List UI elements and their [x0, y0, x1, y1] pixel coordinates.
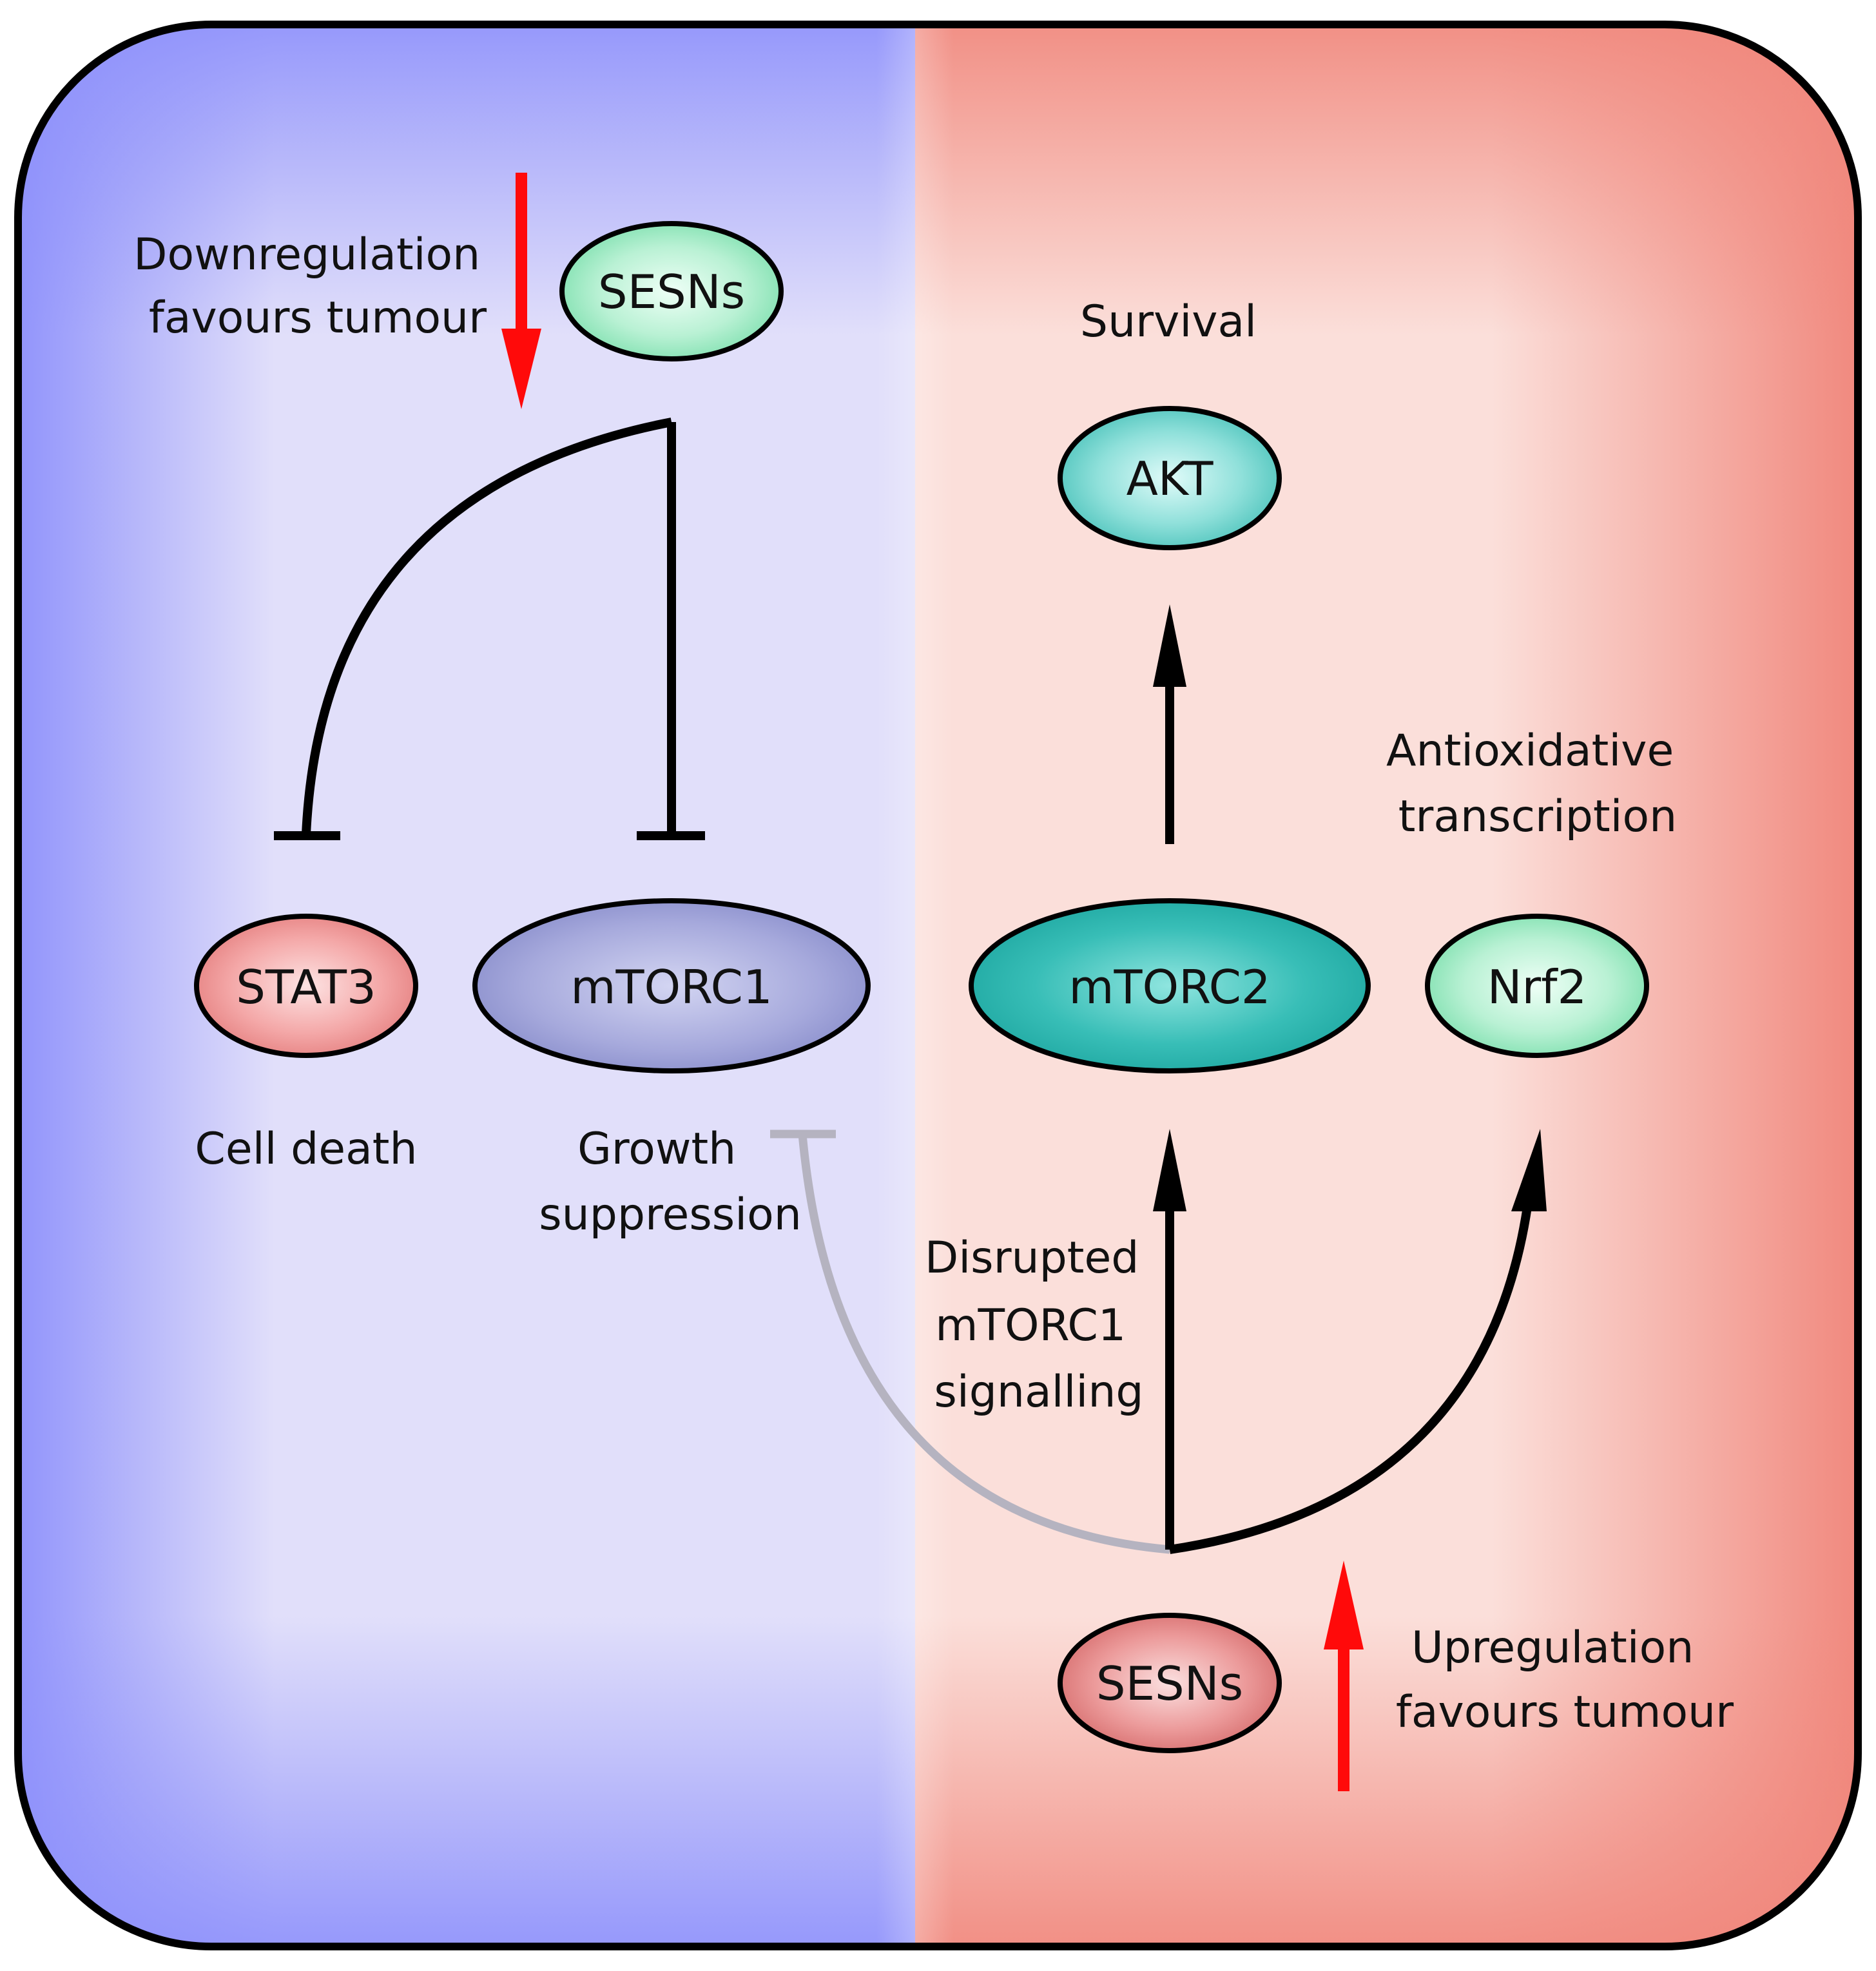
- growth-suppression-label: Growth suppression: [539, 1124, 802, 1240]
- svg-text:SESNs: SESNs: [598, 265, 745, 319]
- disrupted-mtorc1-inhibition: [770, 1130, 1170, 1554]
- node-mtorc1: mTORC1: [472, 898, 871, 1073]
- svg-text:SESNs: SESNs: [1096, 1657, 1243, 1711]
- node-sesns-top: SESNs: [559, 221, 784, 361]
- activation-arrows: [1153, 1129, 1547, 1554]
- downregulation-red-arrow: [501, 173, 541, 409]
- survival-label: Survival: [1080, 296, 1257, 347]
- downregulation-label: Downregulation favours tumour: [133, 229, 494, 343]
- center-seam: [876, 24, 954, 1947]
- svg-text:STAT3: STAT3: [236, 960, 376, 1014]
- upregulation-label: Upregulation favours tumour: [1396, 1622, 1734, 1738]
- node-stat3: STAT3: [194, 914, 418, 1058]
- disrupted-signalling-label: Disrupted mTORC1 signalling: [925, 1233, 1153, 1418]
- node-mtorc2: mTORC2: [969, 898, 1371, 1073]
- antioxidative-label: Antioxidative transcription: [1386, 726, 1688, 842]
- arrow-mtorc2-to-akt: [1153, 604, 1186, 844]
- arrow-to-nrf2-curve: [1168, 1182, 1535, 1554]
- cell-death-label: Cell death: [195, 1124, 417, 1175]
- node-sesns-bottom: SESNs: [1058, 1613, 1282, 1753]
- svg-text:mTORC2: mTORC2: [1069, 960, 1270, 1014]
- node-akt: AKT: [1058, 406, 1282, 550]
- upregulation-red-arrow: [1324, 1561, 1364, 1791]
- cell-border: [14, 21, 1862, 1950]
- svg-text:AKT: AKT: [1127, 452, 1214, 506]
- arrow-to-mtorc2-head: [1153, 1129, 1186, 1211]
- node-nrf2: Nrf2: [1425, 914, 1649, 1058]
- arrow-to-nrf2-head: [1511, 1129, 1547, 1211]
- sesns-inhibition-paths: [274, 418, 705, 840]
- inhibit-stat3-line: [302, 418, 673, 835]
- svg-text:Nrf2: Nrf2: [1487, 960, 1587, 1014]
- svg-text:mTORC1: mTORC1: [570, 960, 772, 1014]
